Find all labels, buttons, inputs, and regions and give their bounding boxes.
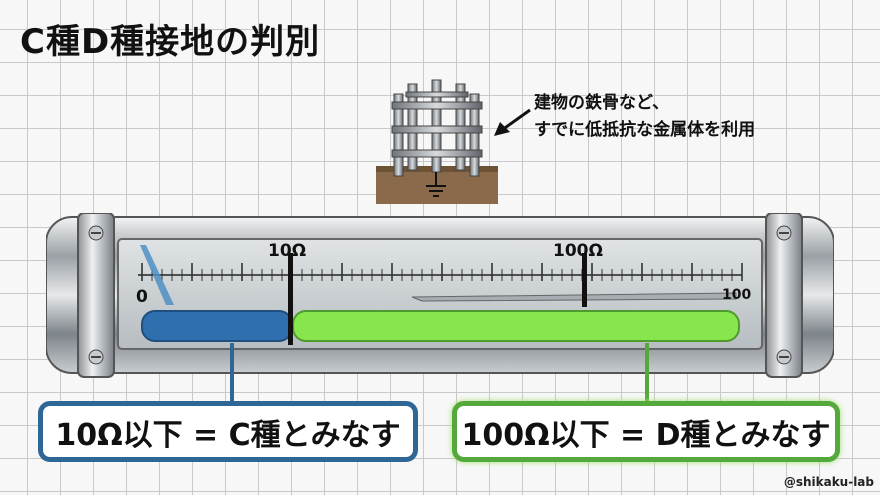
c-connector (230, 343, 234, 403)
c-threshold-mark (288, 253, 293, 345)
credit-text: @shikaku-lab (783, 475, 874, 489)
c-class-box: 10Ω以下 = C種とみなす (38, 401, 418, 462)
c-class-text: 10Ω以下 = C種とみなす (55, 417, 401, 453)
scale-label-10: 10Ω (268, 241, 307, 261)
c-class-bar (141, 310, 293, 342)
scale-ticks (141, 263, 743, 281)
annotation-line-1: 建物の鉄骨など、 (534, 93, 670, 113)
page-title: C種D種接地の判別 (20, 22, 321, 62)
steel-frame-icon (376, 79, 498, 204)
screw-icon (88, 225, 792, 365)
pointer-needle-icon (411, 292, 737, 302)
annotation-line-2: すでに低抵抗な金属体を利用 (534, 120, 756, 140)
d-threshold-mark (582, 253, 587, 307)
d-class-bar (292, 310, 740, 342)
scale-label-100: 100Ω (553, 241, 603, 261)
scale-label-end: 100 (722, 287, 752, 303)
d-class-text: 100Ω以下 = D種とみなす (461, 417, 831, 453)
resistance-meter (46, 213, 834, 378)
annotation-text: 建物の鉄骨など、 すでに低抵抗な金属体を利用 (534, 90, 755, 144)
needle-icon (140, 245, 174, 305)
pointer-arrow-icon (494, 108, 531, 136)
d-connector (645, 343, 649, 403)
scale-label-0: 0 (136, 287, 148, 307)
d-class-box: 100Ω以下 = D種とみなす (452, 401, 840, 462)
